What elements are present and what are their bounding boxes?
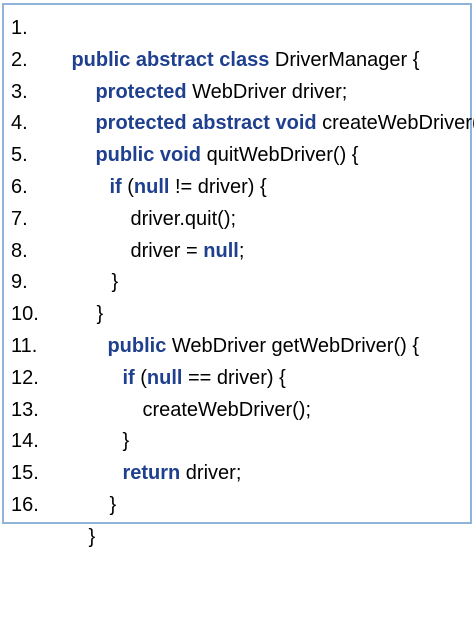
line-number: 10. xyxy=(11,303,39,326)
line-number: 5. xyxy=(11,144,28,167)
line-content: protected WebDriver driver; xyxy=(51,45,347,140)
line-content: } xyxy=(65,458,116,553)
line-number: 12. xyxy=(11,366,39,389)
line-content: public abstract class DriverManager { xyxy=(27,13,419,108)
line-number: 13. xyxy=(11,398,39,421)
line-content: createWebDriver(); xyxy=(98,363,311,458)
line-number: 3. xyxy=(11,80,28,103)
code-token: driver = xyxy=(130,239,204,262)
line-number: 15. xyxy=(11,462,39,485)
code-line: 13. } xyxy=(11,395,464,453)
code-token: quitWebDriver() { xyxy=(201,144,359,167)
code-line: 16. } xyxy=(11,490,464,548)
code-line: 6. driver.quit(); xyxy=(11,172,464,230)
code-listing-box: 1. public abstract class DriverManager {… xyxy=(2,3,474,548)
line-number: 7. xyxy=(11,207,28,230)
line-content: protected abstract void createWebDriver(… xyxy=(51,77,474,172)
keyword-token: if xyxy=(109,175,122,198)
code-token: createWebDriver(); xyxy=(142,398,312,421)
line-number: 4. xyxy=(11,112,28,135)
code-line: 10. public WebDriver getWebDriver() { xyxy=(11,299,464,357)
line-content: } xyxy=(44,490,95,585)
code-token: ; xyxy=(238,239,245,262)
line-number: 16. xyxy=(11,493,39,516)
line-number: 9. xyxy=(11,271,28,294)
keyword-token: public abstract class xyxy=(71,48,270,71)
code-token: driver.quit(); xyxy=(130,207,237,230)
line-content: if (null == driver) { xyxy=(78,331,286,426)
keyword-token: return xyxy=(122,462,181,485)
code-line: 2. protected WebDriver driver; xyxy=(11,45,464,103)
keyword-token: protected xyxy=(95,80,187,103)
line-content: } xyxy=(67,236,118,331)
code-token: } xyxy=(111,271,119,294)
code-token: WebDriver getWebDriver() { xyxy=(166,334,419,357)
code-token: DriverManager { xyxy=(269,48,420,71)
line-content: } xyxy=(52,267,103,362)
code-token: == driver) { xyxy=(182,366,286,389)
keyword-token: protected abstract void xyxy=(95,112,317,135)
code-line: 8. } xyxy=(11,236,464,294)
line-content: if (null != driver) { xyxy=(65,140,267,235)
code-token: driver; xyxy=(180,462,242,485)
code-line: 14. return driver; xyxy=(11,426,464,484)
code-line: 7. driver = null; xyxy=(11,204,464,262)
keyword-token: public void xyxy=(95,144,202,167)
code-block: 1. public abstract class DriverManager {… xyxy=(11,13,474,548)
code-token: createWebDriver(); xyxy=(316,112,474,135)
keyword-token: null xyxy=(203,239,239,262)
code-token: } xyxy=(109,493,117,516)
code-token: != driver) { xyxy=(169,175,267,198)
line-content: public WebDriver getWebDriver() { xyxy=(63,299,419,394)
code-line: 11. if (null == driver) { xyxy=(11,331,464,389)
line-content: public void quitWebDriver() { xyxy=(51,108,358,203)
line-number: 2. xyxy=(11,48,28,71)
line-number: 14. xyxy=(11,430,39,453)
code-token: } xyxy=(88,525,96,548)
code-line: 1. public abstract class DriverManager { xyxy=(11,13,464,71)
line-content: } xyxy=(78,395,129,490)
line-content: driver = null; xyxy=(86,204,244,299)
code-line: 4. public void quitWebDriver() { xyxy=(11,108,464,166)
keyword-token: public xyxy=(107,334,167,357)
keyword-token: if xyxy=(122,366,135,389)
line-number: 11. xyxy=(11,334,38,357)
line-number: 1. xyxy=(11,17,28,39)
code-token: ( xyxy=(134,366,147,389)
line-number: 8. xyxy=(11,239,28,262)
code-line: 5. if (null != driver) { xyxy=(11,140,464,198)
keyword-token: null xyxy=(133,175,170,198)
line-content: return driver; xyxy=(78,426,241,521)
code-line: 12. createWebDriver(); xyxy=(11,363,464,421)
code-line: 9. } xyxy=(11,267,464,325)
line-number: 6. xyxy=(11,175,28,198)
code-token: ( xyxy=(121,175,134,198)
code-token: } xyxy=(122,430,130,453)
keyword-token: null xyxy=(146,366,183,389)
line-content: driver.quit(); xyxy=(86,172,236,267)
code-line: 3. protected abstract void createWebDriv… xyxy=(11,77,474,135)
code-line: 15. } xyxy=(11,458,464,516)
code-token: WebDriver driver; xyxy=(186,80,348,103)
code-token: } xyxy=(96,303,104,326)
